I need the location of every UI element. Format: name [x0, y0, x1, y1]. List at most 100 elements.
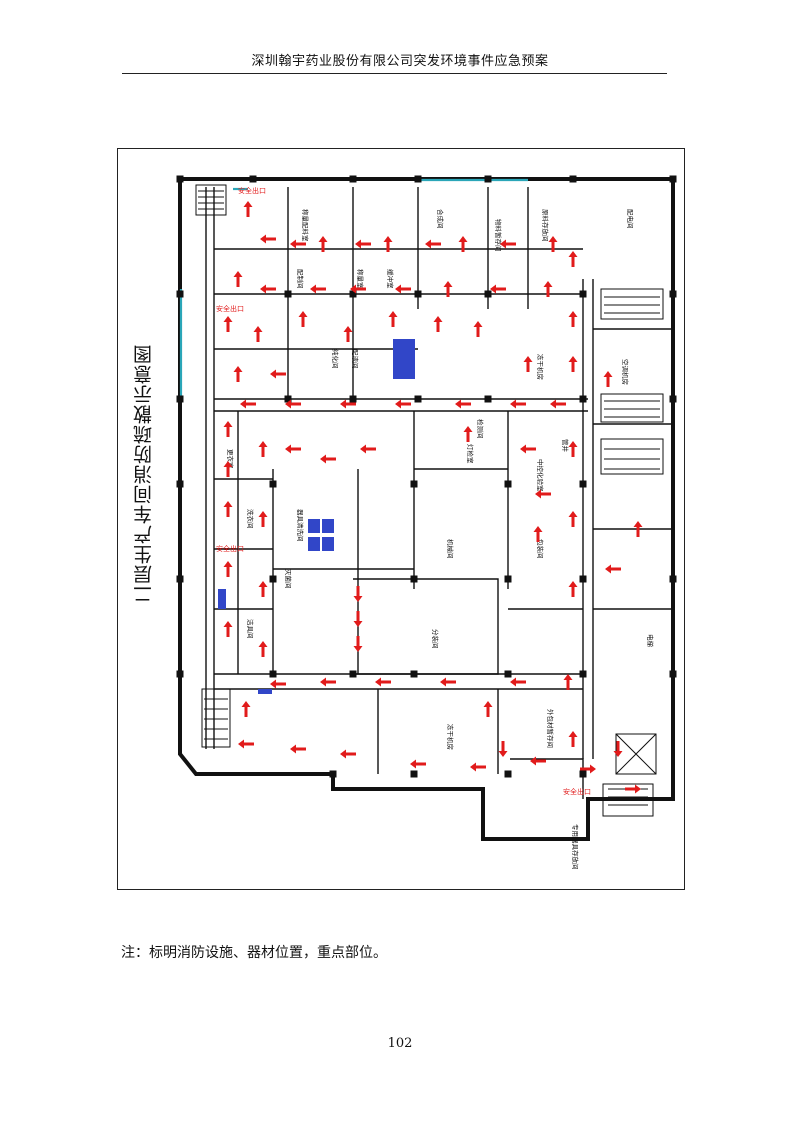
evacuation-arrow	[270, 369, 286, 379]
evacuation-arrow	[483, 701, 493, 717]
room-label: 灯检室	[466, 444, 475, 464]
exit-label: 安全出口	[238, 186, 266, 195]
evacuation-arrow	[500, 239, 516, 249]
floor-plan-frame: 称量配料室合成间物料暂存间原料存放间配制间称量室缓冲室空调机房纯化间冻干机房分装…	[117, 148, 685, 890]
evacuation-arrow	[270, 679, 286, 689]
evacuation-arrow	[318, 236, 328, 252]
column	[669, 175, 677, 183]
room-label: 称量室	[356, 269, 365, 289]
room-label: 合成间	[436, 209, 445, 229]
column	[349, 175, 357, 183]
glazing	[179, 178, 528, 399]
evacuation-arrow	[510, 677, 526, 687]
evacuation-arrow	[243, 201, 253, 217]
evacuation-arrow	[343, 326, 353, 342]
evacuation-arrow	[340, 749, 356, 759]
room-label: 电梯	[646, 634, 655, 648]
inner-walls	[205, 187, 673, 799]
column	[284, 395, 292, 403]
evacuation-arrow	[240, 399, 256, 409]
exit-labels: 安全出口 安全出口 安全出口 安全出口	[216, 186, 591, 796]
evacuation-arrow	[410, 759, 426, 769]
column	[669, 575, 677, 583]
evacuation-arrow	[568, 511, 578, 527]
room-label: 专用器具存放间	[571, 824, 580, 870]
evacuation-arrow	[260, 284, 276, 294]
evacuation-arrow	[360, 444, 376, 454]
evacuation-arrow	[223, 501, 233, 517]
column	[579, 575, 587, 583]
column	[176, 670, 184, 678]
evacuation-arrow	[233, 271, 243, 287]
column	[414, 395, 422, 403]
evacuation-arrow	[530, 756, 546, 766]
evacuation-arrow	[290, 744, 306, 754]
evacuation-arrow	[498, 741, 508, 757]
evacuation-arrow	[253, 326, 263, 342]
room-label: 洁具间	[246, 619, 255, 639]
column	[410, 480, 418, 488]
evacuation-arrow	[550, 399, 566, 409]
column	[249, 175, 257, 183]
evacuation-arrow	[320, 677, 336, 687]
column	[669, 670, 677, 678]
evacuation-arrow	[613, 741, 623, 757]
evacuation-arrow	[458, 236, 468, 252]
column	[669, 290, 677, 298]
evacuation-arrow	[223, 316, 233, 332]
evacuation-arrow	[353, 611, 363, 627]
column	[414, 175, 422, 183]
room-label: 包装间	[536, 539, 545, 559]
figure-note: 注：标明消防设施、器材位置，重点部位。	[121, 945, 387, 961]
room-label: 检测间	[476, 419, 485, 439]
room-label: 更衣室	[226, 449, 235, 469]
evacuation-arrow	[223, 421, 233, 437]
room-label: 器具清洗间	[296, 509, 305, 542]
column	[349, 290, 357, 298]
column	[504, 480, 512, 488]
evacuation-arrow	[568, 581, 578, 597]
evacuation-arrow	[603, 371, 613, 387]
column	[579, 395, 587, 403]
evacuation-arrow	[383, 236, 393, 252]
room-label: 冻干机房	[536, 354, 545, 380]
exit-label: 安全出口	[216, 544, 244, 553]
evacuation-arrow	[350, 284, 366, 294]
evacuation-arrow	[563, 674, 573, 690]
room-label: 配液间	[351, 349, 360, 369]
evacuation-arrow	[568, 356, 578, 372]
evacuation-arrow	[395, 284, 411, 294]
evacuation-arrow	[290, 239, 306, 249]
evacuation-arrow	[375, 677, 391, 687]
column	[579, 670, 587, 678]
evacuation-arrow	[355, 239, 371, 249]
evacuation-arrow	[258, 641, 268, 657]
evacuation-arrow	[388, 311, 398, 327]
evacuation-arrow	[463, 426, 473, 442]
structural-columns	[176, 175, 677, 778]
evacuation-arrow	[455, 399, 471, 409]
room-label: 机械间	[446, 539, 455, 559]
evacuation-arrow	[353, 586, 363, 602]
evacuation-arrow	[568, 311, 578, 327]
room-label: 配电间	[626, 209, 635, 229]
column	[504, 770, 512, 778]
column	[269, 575, 277, 583]
evacuation-arrow	[258, 581, 268, 597]
evacuation-arrow	[260, 234, 276, 244]
evacuation-arrow	[433, 316, 443, 332]
column	[579, 290, 587, 298]
evacuation-arrow	[223, 561, 233, 577]
room-label: 原料存放间	[541, 209, 550, 242]
evacuation-arrow	[353, 636, 363, 652]
stairwells	[195, 184, 657, 817]
column	[410, 770, 418, 778]
evacuation-arrow	[395, 399, 411, 409]
evacuation-arrow	[473, 321, 483, 337]
evacuation-arrow	[320, 454, 336, 464]
column	[176, 175, 184, 183]
evacuation-arrow	[605, 564, 621, 574]
column	[569, 175, 577, 183]
evacuation-arrow	[241, 701, 251, 717]
plan-title: 二层生产车间消防疏散示意图	[133, 344, 155, 604]
